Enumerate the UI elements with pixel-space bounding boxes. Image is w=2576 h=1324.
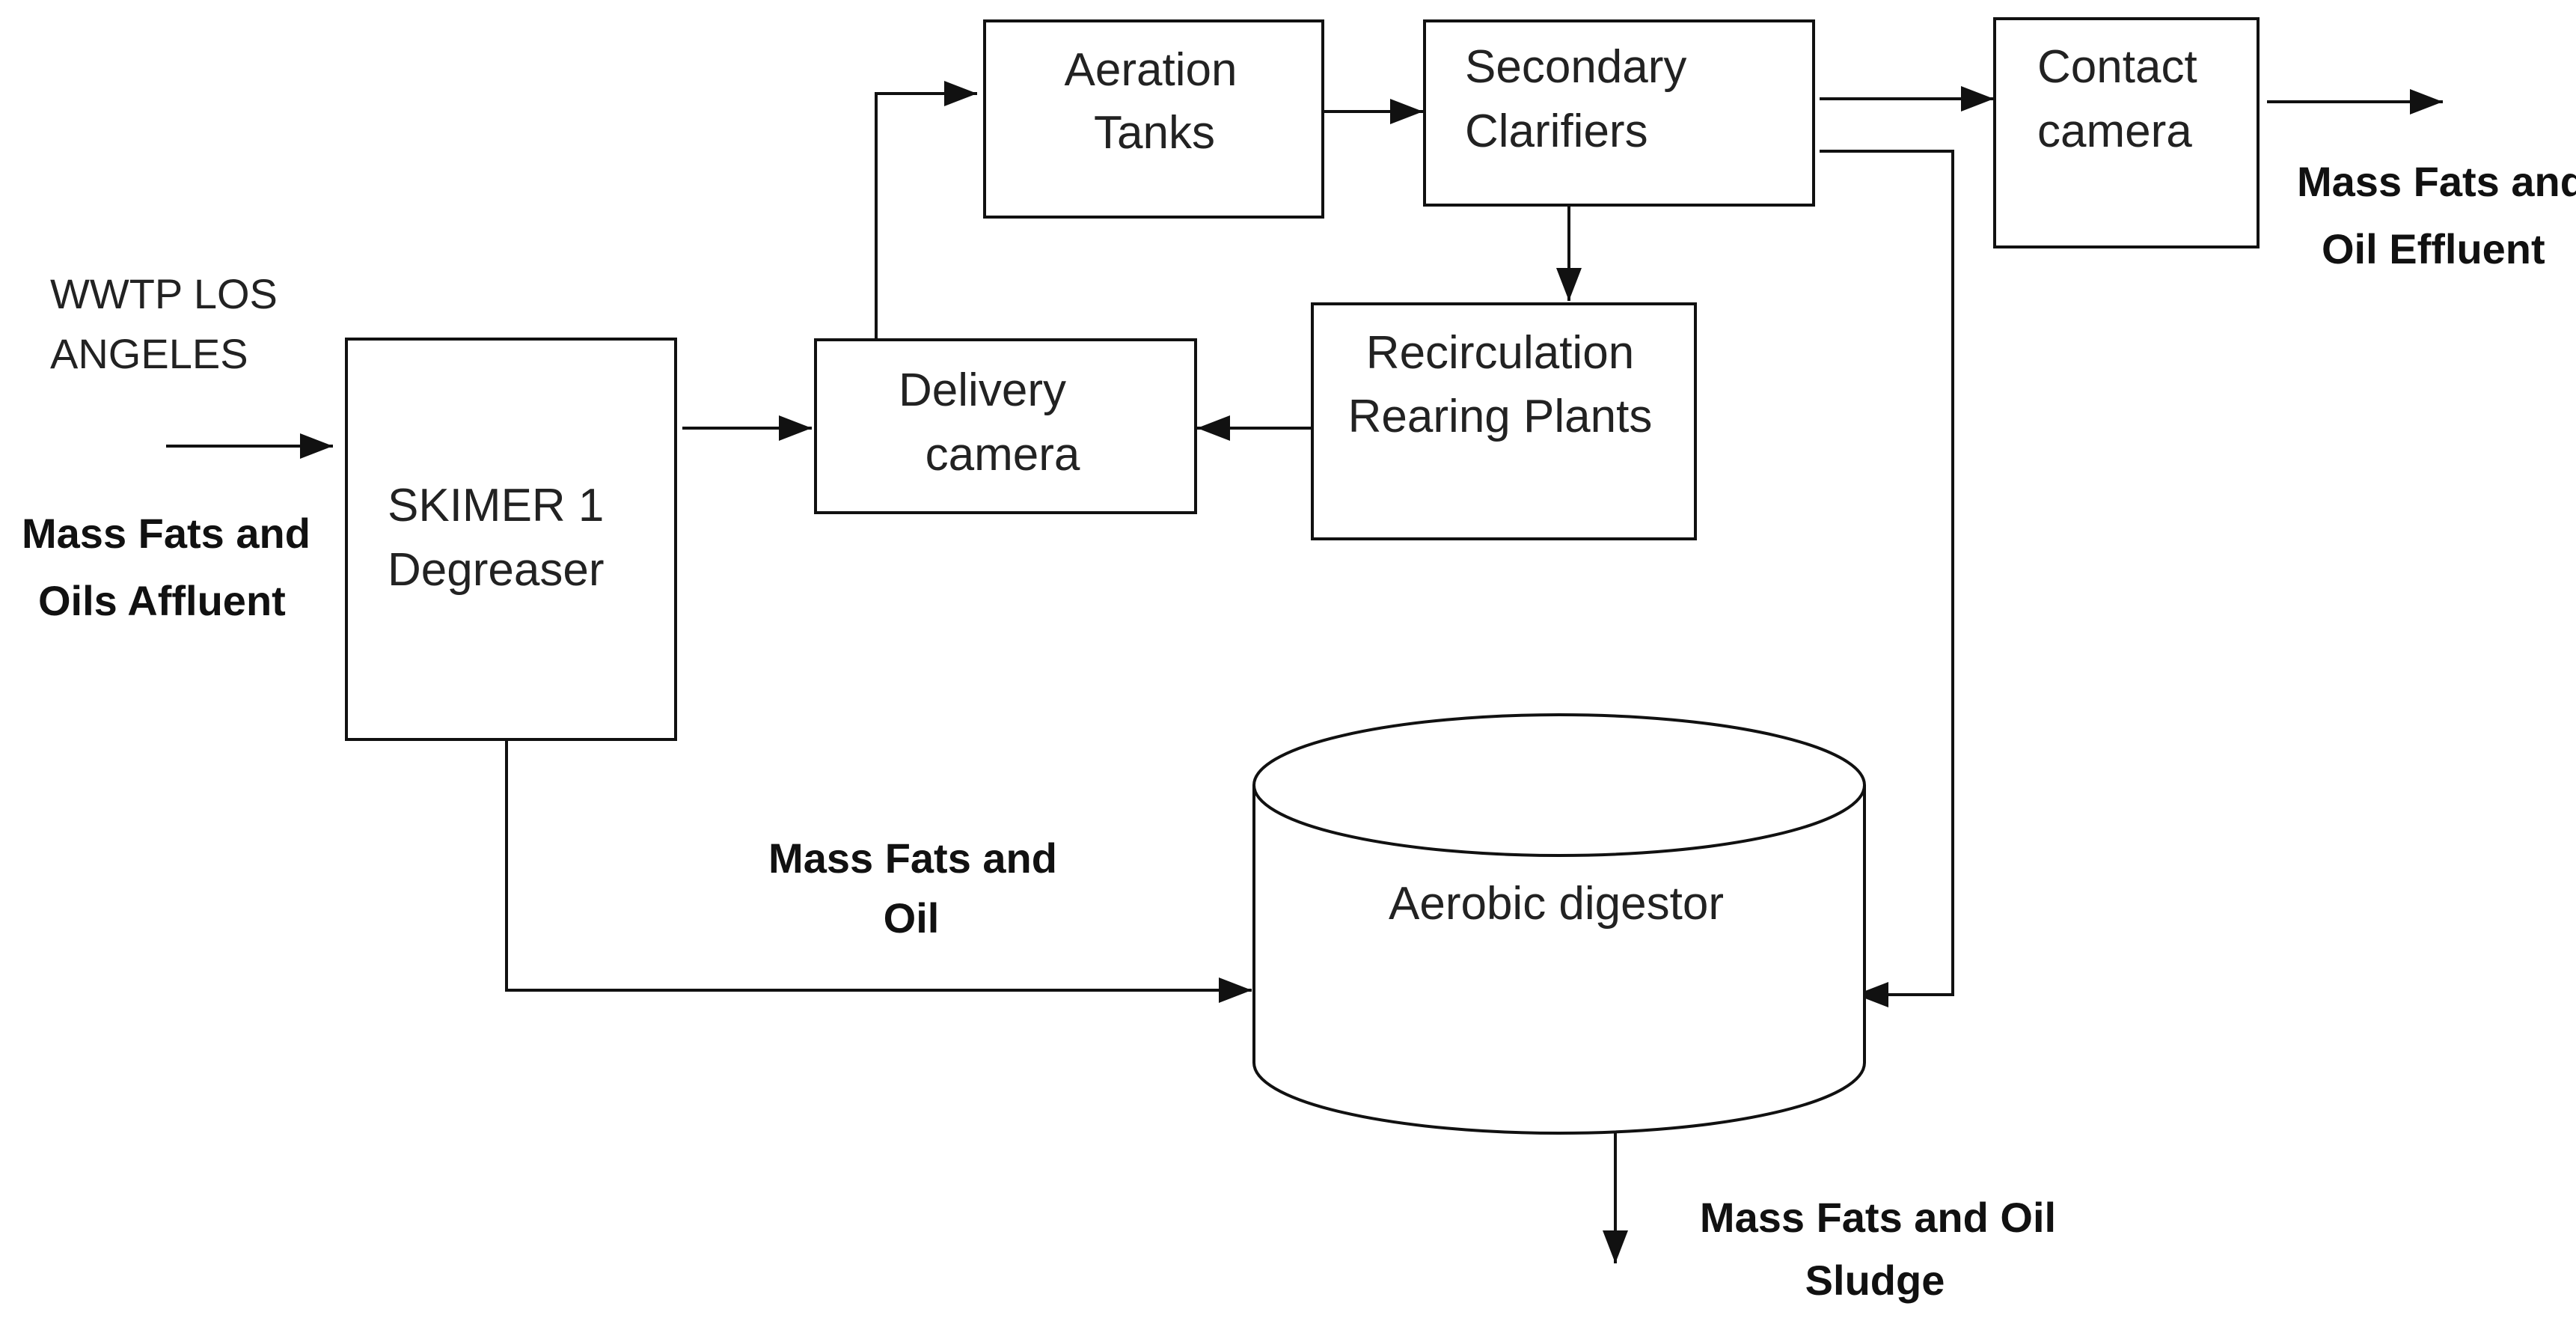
secondary-clarifiers-box: Secondary Clarifiers xyxy=(1423,19,1815,207)
aerobic-digestor-label: Aerobic digestor xyxy=(1389,878,1724,930)
clarifiers-to-digestor-arrow xyxy=(1820,150,1954,1007)
contact-camera-box: Contact camera xyxy=(1993,17,2260,248)
sludge-label: Mass Fats and Oil Sludge xyxy=(1700,1194,2056,1304)
delivery-camera-label-1: Delivery xyxy=(899,364,1066,416)
oil-to-digestor-label: Mass Fats and Oil xyxy=(768,835,1057,942)
sludge-label-2: Sludge xyxy=(1805,1257,1945,1304)
contact-camera-label-2: camera xyxy=(2037,106,2192,157)
aeration-tanks-label-2: Tanks xyxy=(1094,107,1215,159)
skimer-to-digestor-arrow xyxy=(505,741,1252,1003)
secondary-clarifiers-rect xyxy=(1423,19,1815,207)
delivery-camera-rect xyxy=(814,338,1197,514)
effluent-label-1: Mass Fats and xyxy=(2297,158,2576,205)
oil-to-digestor-label-1: Mass Fats and xyxy=(768,835,1057,882)
oil-to-digestor-label-2: Oil xyxy=(884,894,940,942)
recirculation-rearing-plants-box: Recirculation Rearing Plants xyxy=(1311,302,1697,540)
secondary-clarifiers-label-2: Clarifiers xyxy=(1465,106,1648,157)
affluent-label-2: Oils Affluent xyxy=(38,577,286,624)
recirculation-label-2: Rearing Plants xyxy=(1348,391,1653,442)
contact-camera-label-1: Contact xyxy=(2037,41,2197,93)
secondary-clarifiers-label-1: Secondary xyxy=(1465,41,1686,93)
effluent-label-2: Oil Effluent xyxy=(2322,225,2545,272)
connectors xyxy=(166,81,2443,1263)
digestor-body xyxy=(1252,785,1866,1135)
contact-camera-rect xyxy=(1993,17,2260,248)
aeration-tanks-rect xyxy=(983,19,1324,219)
effluent-label: Mass Fats and Oil Effluent xyxy=(2297,158,2576,272)
skimer-label-1: SKIMER 1 xyxy=(388,480,604,531)
wwtp-los-angeles-label: WWTP LOS ANGELES xyxy=(50,270,278,377)
delivery-to-aeration-arrow xyxy=(875,81,977,339)
aeration-tanks-box: Aeration Tanks xyxy=(983,19,1324,219)
recirculation-label-1: Recirculation xyxy=(1366,327,1634,379)
skimer-degreaser-box: SKIMER 1 Degreaser xyxy=(345,338,677,741)
skimer-degreaser-rect xyxy=(345,338,677,741)
recirculation-rearing-plants-rect xyxy=(1311,302,1697,540)
affluent-label: Mass Fats and Oils Affluent xyxy=(22,510,310,624)
delivery-camera-label-2: camera xyxy=(926,429,1080,481)
digestor-top xyxy=(1252,713,1866,857)
wwtp-label-2: ANGELES xyxy=(50,330,248,377)
wwtp-label-1: WWTP LOS xyxy=(50,270,278,317)
delivery-camera-box: Delivery camera xyxy=(814,338,1197,514)
skimer-label-2: Degreaser xyxy=(388,544,604,596)
aerobic-digestor-cylinder: Aerobic digestor xyxy=(1252,713,1866,1135)
sludge-label-1: Mass Fats and Oil xyxy=(1700,1194,2056,1241)
affluent-label-1: Mass Fats and xyxy=(22,510,310,557)
aeration-tanks-label-1: Aeration xyxy=(1065,44,1237,96)
